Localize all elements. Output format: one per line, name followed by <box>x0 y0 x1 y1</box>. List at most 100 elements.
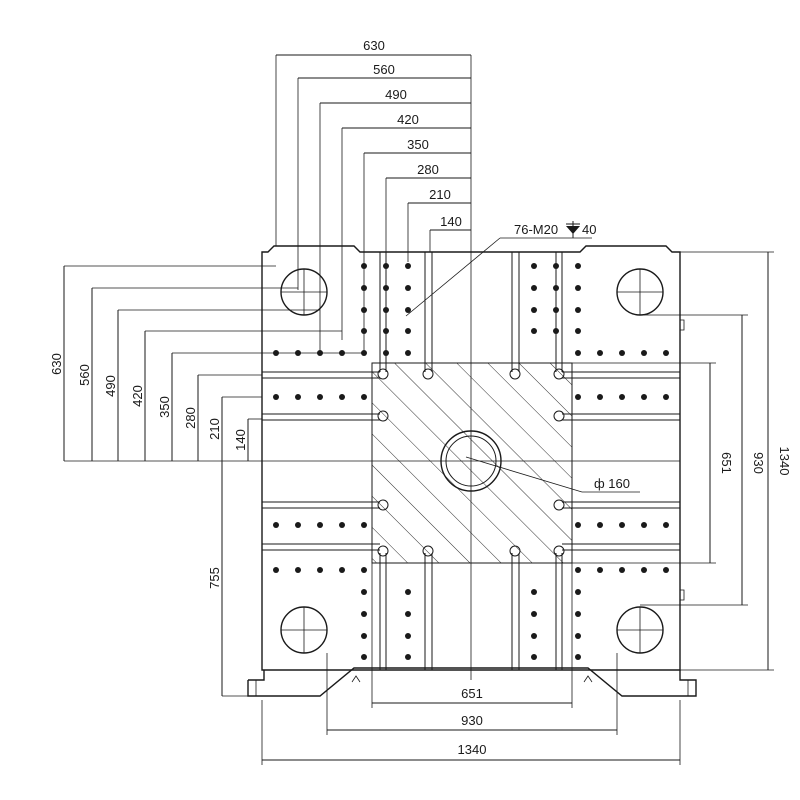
dim-top-490: 490 <box>385 87 407 102</box>
tapped-hole <box>383 307 389 313</box>
top-dim-lines <box>276 54 471 231</box>
tapped-hole <box>295 394 301 400</box>
tapped-hole <box>531 654 537 660</box>
tapped-hole <box>553 263 559 269</box>
hatched-center-area <box>371 362 573 564</box>
tapped-hole <box>339 522 345 528</box>
tapped-hole <box>531 307 537 313</box>
left-dim-lines <box>63 266 249 696</box>
tapped-hole <box>361 611 367 617</box>
dim-left-280: 280 <box>183 407 198 429</box>
tapped-hole <box>383 328 389 334</box>
t-slots-horizontal <box>262 371 680 551</box>
tapped-hole <box>531 263 537 269</box>
dim-top-350: 350 <box>407 137 429 152</box>
center-lines <box>64 55 680 680</box>
tapped-hole <box>575 328 581 334</box>
dim-top-560: 560 <box>373 62 395 77</box>
tapped-hole <box>597 394 603 400</box>
tapped-hole <box>405 589 411 595</box>
tapped-hole <box>361 522 367 528</box>
dim-bottom-651: 651 <box>461 686 483 701</box>
tapped-hole <box>405 285 411 291</box>
dim-top-280: 280 <box>417 162 439 177</box>
right-dim-lines <box>709 252 769 670</box>
tapped-hole <box>339 567 345 573</box>
dim-right-1340: 1340 <box>777 447 792 476</box>
tapped-hole <box>663 350 669 356</box>
dim-top-140: 140 <box>440 214 462 229</box>
dim-bottom-930: 930 <box>461 713 483 728</box>
dim-left-420: 420 <box>130 385 145 407</box>
tapped-hole <box>405 633 411 639</box>
tapped-hole <box>361 394 367 400</box>
dim-right-651: 651 <box>719 452 734 474</box>
tapped-hole <box>273 522 279 528</box>
tapped-hole <box>361 567 367 573</box>
tapped-hole <box>575 307 581 313</box>
tapped-hole <box>575 522 581 528</box>
tapped-hole <box>339 394 345 400</box>
dim-bottom-1340: 1340 <box>458 742 487 757</box>
tapped-hole <box>597 350 603 356</box>
left-dim-extensions <box>64 265 364 697</box>
platen-outline <box>247 245 697 697</box>
tapped-hole <box>405 654 411 660</box>
tapped-hole <box>575 285 581 291</box>
tapped-hole <box>575 654 581 660</box>
tapped-hole <box>361 589 367 595</box>
tapped-hole <box>295 522 301 528</box>
tapped-hole <box>361 654 367 660</box>
dim-left-560: 560 <box>77 364 92 386</box>
tapped-hole <box>575 633 581 639</box>
tapped-hole <box>619 394 625 400</box>
tapped-hole <box>317 394 323 400</box>
tapped-hole <box>273 394 279 400</box>
tapped-hole <box>531 589 537 595</box>
right-dim-extensions <box>572 251 774 671</box>
tapped-hole <box>575 567 581 573</box>
tapped-hole <box>619 350 625 356</box>
thread-callout: 76-M20 <box>514 222 558 237</box>
dim-top-630: 630 <box>363 38 385 53</box>
tapped-hole <box>383 350 389 356</box>
tapped-hole <box>597 567 603 573</box>
dim-left-490: 490 <box>103 375 118 397</box>
tapped-hole <box>553 285 559 291</box>
tapped-hole <box>405 611 411 617</box>
tapped-holes <box>273 263 669 660</box>
dim-left-140: 140 <box>233 429 248 451</box>
dim-top-420: 420 <box>397 112 419 127</box>
tapped-hole <box>619 567 625 573</box>
dim-left-210: 210 <box>207 418 222 440</box>
tapped-hole <box>575 263 581 269</box>
tapped-hole <box>575 611 581 617</box>
tapped-hole <box>317 522 323 528</box>
tapped-hole <box>405 307 411 313</box>
tapped-hole <box>575 350 581 356</box>
tapped-hole <box>641 567 647 573</box>
tapped-hole <box>575 394 581 400</box>
tapped-hole <box>405 263 411 269</box>
tapped-hole <box>575 589 581 595</box>
slot-ends <box>377 368 565 557</box>
tapped-hole <box>641 394 647 400</box>
dim-right-930: 930 <box>751 452 766 474</box>
tapped-hole <box>597 522 603 528</box>
tapped-hole <box>273 567 279 573</box>
tapped-hole <box>553 328 559 334</box>
tapped-hole <box>317 567 323 573</box>
tapped-hole <box>383 263 389 269</box>
tapped-hole <box>553 307 559 313</box>
tie-bar-holes <box>280 268 664 654</box>
tapped-hole <box>405 350 411 356</box>
tapped-hole <box>531 285 537 291</box>
bottom-dim-extensions <box>261 563 681 765</box>
depth-symbol-icon <box>566 221 580 238</box>
dimension-labels: 630 560 490 420 350 280 210 140 630 560 … <box>49 38 792 757</box>
tapped-hole <box>663 394 669 400</box>
tapped-hole <box>531 328 537 334</box>
tapped-hole <box>663 567 669 573</box>
top-dim-extensions <box>275 55 431 355</box>
